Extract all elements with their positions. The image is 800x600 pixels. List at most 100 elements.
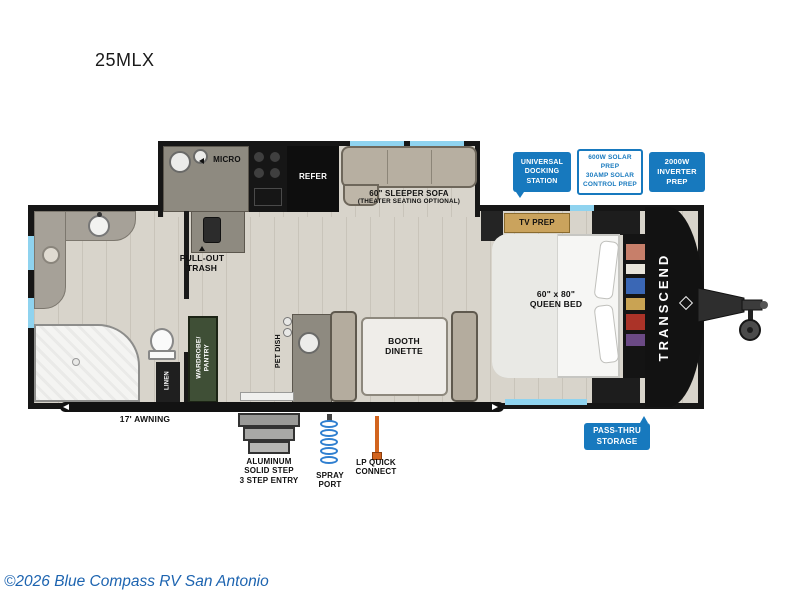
udock-line3: STATION — [526, 177, 558, 185]
kitchen-sink — [169, 151, 191, 173]
awning-label: 17' AWNING — [119, 414, 171, 424]
brand-logo: TRANSCEND — [656, 252, 671, 362]
inverter-line2: INVERTER — [657, 166, 697, 176]
linen-closet — [156, 362, 180, 403]
dinette-line2: DINETTE — [385, 346, 423, 357]
sofa-seam — [387, 150, 388, 184]
bath-wall — [184, 211, 189, 299]
oven-door — [254, 188, 282, 206]
dinette-bench — [451, 311, 478, 402]
window-strip — [570, 205, 594, 211]
trash-line1: PULL-OUT — [179, 253, 225, 263]
wardrobe-line1: WARDROBE/ — [195, 336, 203, 379]
awning-arrow-right-icon — [492, 404, 498, 410]
bed-line1: 60" x 80" — [536, 289, 576, 299]
steps-line3: 3 STEP ENTRY — [239, 475, 299, 485]
wardrobe-pantry — [188, 316, 218, 403]
lp-line — [375, 416, 379, 454]
spray-port-label: SPRAY PORT — [307, 471, 353, 490]
queen-bed-label: 60" x 80" QUEEN BED — [504, 289, 608, 309]
trash-arrow-icon — [199, 246, 205, 251]
window-strip — [28, 236, 34, 270]
sleeper-sofa-line2: (THEATER SEATING OPTIONAL) — [357, 198, 461, 206]
copyright-text: ©2026 Blue Compass RV San Antonio — [4, 573, 269, 590]
bath-wall — [184, 352, 189, 403]
awning-bar — [60, 402, 504, 412]
spray-port-fitting — [327, 414, 332, 421]
sleeper-sofa-line1: 60" SLEEPER SOFA — [369, 189, 449, 198]
front-wardrobe — [623, 234, 648, 378]
bed-blanket — [492, 234, 558, 378]
spray-line2: PORT — [318, 480, 342, 490]
trash-can-icon — [203, 217, 221, 243]
pull-out-trash-label: PULL-OUT TRASH — [156, 253, 248, 273]
spray-hose-coil-icon — [320, 420, 338, 428]
passthru-line1: PASS-THRU — [593, 425, 641, 435]
micro-label: MICRO — [213, 155, 241, 164]
spray-line1: SPRAY — [316, 471, 344, 480]
tv-prep-label: TV PREP — [519, 218, 555, 227]
sofa-seam — [431, 150, 432, 184]
bath-sink — [88, 215, 110, 237]
range-oven — [249, 146, 287, 212]
window-strip — [350, 141, 404, 146]
entry-step — [238, 413, 300, 427]
spray-hose-coil-icon — [320, 429, 338, 437]
burner-icon — [270, 168, 280, 178]
clothes-item — [626, 244, 645, 260]
trash-line2: TRASH — [186, 263, 218, 274]
clothes-item — [626, 278, 645, 294]
burner-icon — [254, 152, 264, 162]
steps-line1: ALUMINUM — [246, 457, 292, 466]
shower — [34, 324, 140, 402]
inverter-line1: 2000W — [664, 156, 690, 166]
entry-step — [243, 427, 295, 441]
burner-icon — [270, 152, 280, 162]
clothes-item — [626, 334, 645, 346]
pet-dish-bowl-icon — [283, 317, 292, 326]
bath-stool — [42, 246, 60, 264]
micro-arrow-icon — [199, 158, 204, 164]
solar-line2: 30AMP SOLAR — [585, 172, 635, 179]
nightstand — [592, 211, 640, 235]
pet-dish-bowl-icon — [283, 328, 292, 337]
spray-hose-coil-icon — [320, 447, 338, 455]
refer-label: REFER — [298, 172, 328, 181]
booth-dinette-label: BOOTH DINETTE — [373, 336, 435, 356]
wardrobe-pantry-label: WARDROBE/ PANTRY — [195, 316, 210, 400]
nightstand — [592, 378, 640, 403]
inverter-line3: PREP — [666, 177, 688, 187]
burner-icon — [254, 168, 264, 178]
lp-line2: CONNECT — [355, 467, 397, 477]
clothes-item — [626, 298, 645, 310]
faucet-icon — [97, 212, 102, 217]
sleeper-sofa — [341, 146, 477, 188]
front-cap — [645, 207, 704, 407]
passthru-pointer-icon — [640, 416, 648, 423]
entry-door — [240, 392, 294, 401]
passthru-line2: STORAGE — [596, 436, 638, 446]
peninsula-sink — [298, 332, 320, 354]
clothes-item — [626, 314, 645, 330]
sleeper-sofa-label: 60" SLEEPER SOFA (THEATER SEATING OPTION… — [335, 189, 483, 206]
spray-hose-coil-icon — [320, 438, 338, 446]
udock-line2: DOCKING — [524, 168, 560, 176]
udock-line1: UNIVERSAL — [520, 158, 564, 166]
linen-label: LINEN — [164, 371, 171, 391]
udock-pointer-icon — [516, 192, 524, 198]
pass-thru-storage-callout: PASS-THRU STORAGE — [584, 423, 650, 450]
hitch-graphic — [698, 287, 768, 341]
inverter-prep-callout: 2000W INVERTER PREP — [649, 152, 705, 192]
cabinet — [481, 211, 503, 241]
entry-step — [248, 441, 290, 454]
window-strip — [28, 298, 34, 328]
sofa-chaise — [343, 184, 379, 206]
lp-valve-icon — [372, 452, 382, 460]
lp-quick-connect-label: LP QUICK CONNECT — [351, 458, 401, 477]
solar-prep-callout: 600W SOLAR PREP 30AMP SOLAR CONTROL PREP — [577, 149, 643, 195]
lp-line1: LP QUICK — [356, 458, 396, 467]
pet-dish-label: PET DISH — [274, 334, 282, 369]
refrigerator — [287, 146, 339, 212]
solar-line3: CONTROL PREP — [583, 180, 637, 188]
